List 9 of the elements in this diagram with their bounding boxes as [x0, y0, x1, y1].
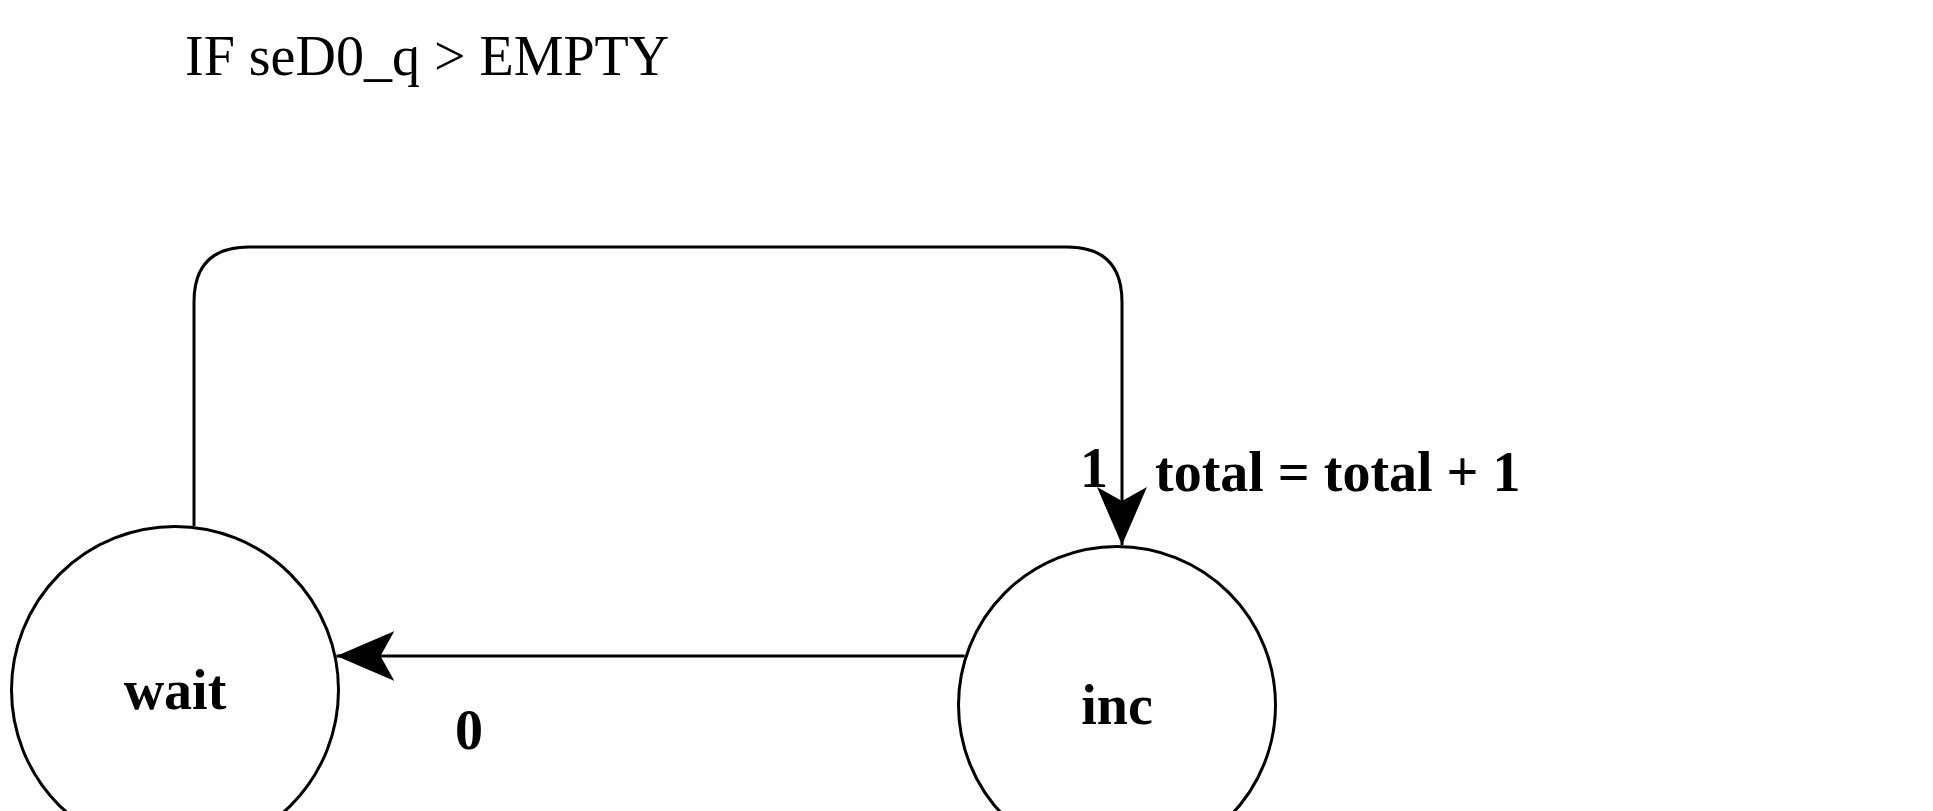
state-label: wait [123, 662, 227, 718]
edge-label: 0 [455, 702, 483, 758]
state-label: inc [1081, 677, 1153, 733]
state-circle [10, 525, 340, 811]
action-text: total = total + 1 [1155, 444, 1521, 500]
state-circle [957, 545, 1277, 811]
transition-arrow [192, 245, 1147, 546]
edge-label: 1 [1080, 440, 1108, 496]
transition-arrow [336, 631, 965, 681]
